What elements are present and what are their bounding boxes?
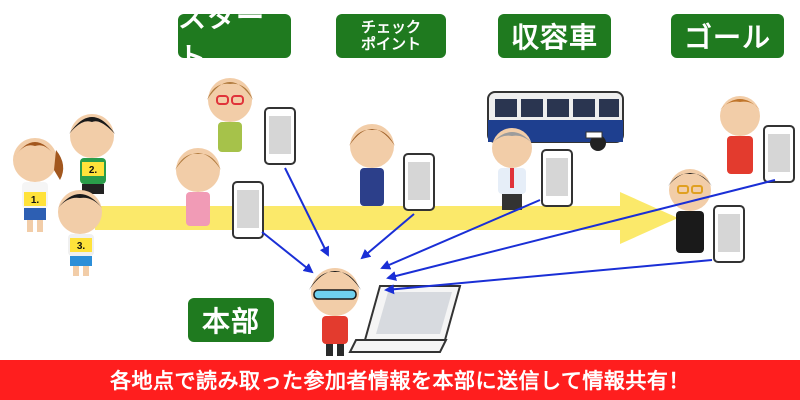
smartphone-icon-bus (541, 149, 573, 207)
bib-1: 1. (31, 195, 40, 206)
staff-goal-glasses (668, 169, 712, 253)
smartphone-icon-goal-2 (713, 205, 745, 263)
smartphone-icon-start-1 (264, 107, 296, 165)
course-arrow (95, 192, 678, 244)
label-start-text: スタート (178, 1, 266, 74)
staff-checkpoint (349, 124, 395, 206)
smartphone-icon-checkpoint (403, 153, 435, 211)
link-start-2-arrow (261, 231, 314, 274)
label-bus-text: 収容車 (510, 21, 598, 54)
link-bus-arrow (380, 199, 541, 270)
label-start: スタート (178, 1, 291, 74)
label-goal: ゴール (671, 14, 784, 58)
label-hq: 本部 (188, 298, 274, 342)
label-bus: 収容車 (498, 14, 611, 58)
laptop-icon (348, 285, 462, 353)
smartphone-icon-start-2 (232, 181, 264, 239)
bib-3: 3. (77, 241, 86, 252)
info-banner-text: 各地点で読み取った参加者情報を本部に送信して情報共有！ (110, 369, 690, 393)
info-banner: 各地点で読み取った参加者情報を本部に送信して情報共有！ (0, 360, 800, 400)
staff-start-girl (175, 148, 221, 226)
smartphone-icon-goal-1 (763, 125, 795, 183)
link-checkpoint-arrow (360, 213, 415, 260)
runner-3 (58, 190, 102, 276)
runner-goal (720, 96, 760, 174)
label-checkpoint-line1: チェック (360, 18, 421, 36)
staff-start-glasses (207, 78, 253, 152)
label-goal-text: ゴール (683, 21, 771, 54)
data-links (261, 167, 776, 295)
link-start-1-arrow (284, 167, 329, 257)
staff-bus-driver (492, 128, 532, 210)
label-checkpoint: チェック ポイント (336, 14, 446, 58)
runner-2 (69, 114, 115, 194)
runner-1 (13, 138, 64, 232)
link-goal-2-arrow (384, 259, 713, 295)
staff-hq (309, 268, 361, 356)
label-checkpoint-line2: ポイント (360, 35, 421, 53)
bib-2: 2. (89, 165, 98, 176)
link-goal-1-arrow (386, 179, 776, 281)
label-hq-text: 本部 (201, 305, 260, 338)
